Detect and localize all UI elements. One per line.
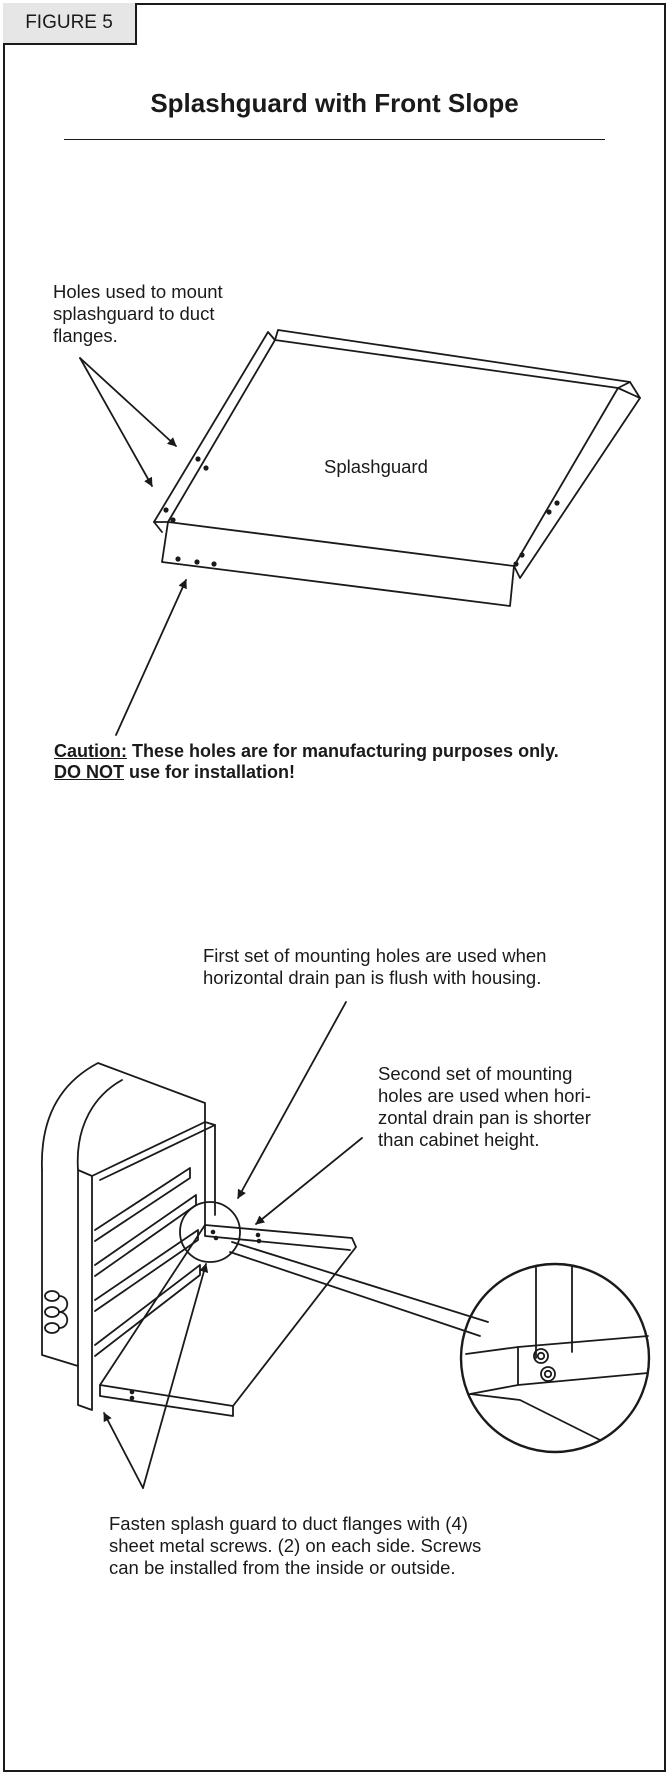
first-set-label: First set of mounting holes are used whe…: [203, 945, 547, 988]
second-set-leader-arrow: [256, 1138, 362, 1224]
splashguard-label: Splashguard: [324, 456, 428, 477]
figure-title: Splashguard with Front Slope: [150, 88, 519, 118]
title-divider: [64, 139, 605, 140]
front-frame-left: [78, 1170, 92, 1410]
do-not-emphasis: DO NOT: [54, 762, 124, 782]
holes-leader-arrows: [80, 358, 176, 486]
caution-note: Caution: These holes are for manufacturi…: [54, 741, 559, 782]
second-set-label: Second set of mounting holes are used wh…: [378, 1063, 591, 1150]
fasten-leader-arrows: [104, 1264, 209, 1488]
screw-head-lower: [541, 1367, 555, 1381]
first-set-leader-arrow: [238, 1002, 346, 1198]
front-slope-lip: [162, 522, 514, 606]
left-flange: [154, 332, 275, 522]
detail-inset: [461, 1264, 649, 1452]
caution-prefix: Caution:: [54, 741, 127, 761]
splash-guard-tray: [100, 1225, 356, 1406]
detail-circle: [461, 1264, 649, 1452]
caution-leader-arrow: [116, 580, 186, 735]
figure-frame: [3, 3, 666, 1772]
manufacturing-holes: [175, 556, 217, 567]
back-flange: [275, 330, 630, 388]
pipe-fittings: [45, 1291, 67, 1333]
holes-label: Holes used to mount splashguard to duct …: [53, 281, 223, 346]
right-flange: [514, 388, 640, 578]
magnify-ring: [180, 1202, 240, 1262]
mounting-holes: [163, 456, 560, 567]
figure-label: FIGURE 5: [3, 3, 137, 45]
fasten-label: Fasten splash guard to duct flanges with…: [109, 1513, 482, 1578]
screw-head-upper: [534, 1349, 548, 1363]
splashguard-drawing: [154, 330, 640, 606]
